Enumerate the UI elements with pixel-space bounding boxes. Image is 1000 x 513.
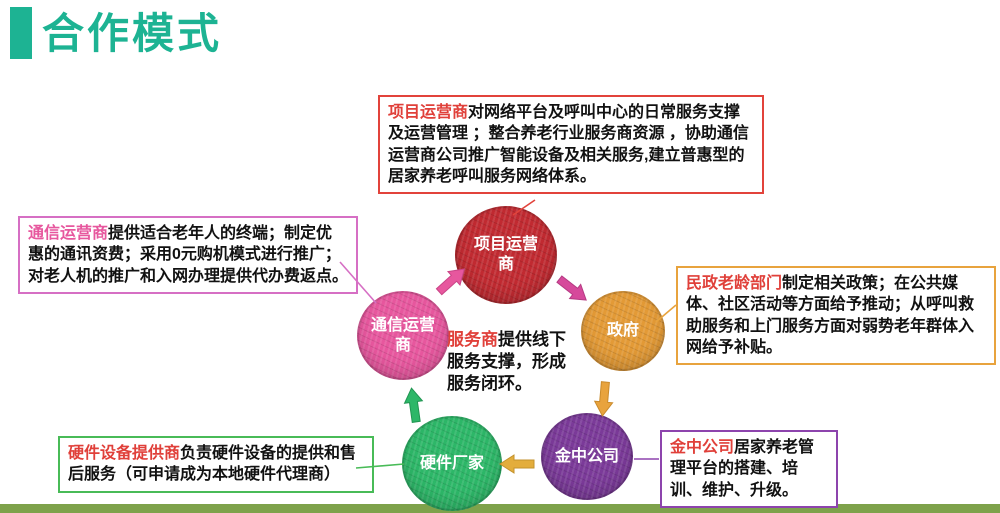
callout-project-operator: 项目运营商对网络平台及呼叫中心的日常服务支撑及运营管理 ；整合养老行业服务商资源…	[378, 95, 764, 195]
callout-body: 对网络平台及呼叫中心的日常服务支撑及运营管理 ；整合养老行业服务商资源 ，协助通…	[388, 104, 749, 185]
callout-body: 负责硬件设备的提供和售后服务（可申请成为本地硬件代理商）	[68, 445, 357, 484]
cycle-arrow-project-to-government	[556, 275, 587, 301]
callout-civil-affairs: 民政老龄部门制定相关政策；在公共媒体、社区活动等方面给予推动；从呼叫救助服务和上…	[676, 266, 996, 366]
node-label: 硬件厂家	[419, 454, 484, 472]
page-title: 合作模式	[42, 10, 223, 57]
node-project-operator: 项目运营商	[455, 206, 557, 304]
node-label: 通信运营商	[370, 316, 435, 354]
node-label: 项目运营商	[473, 236, 538, 273]
cycle-arrow-hardware-to-telecom	[403, 387, 424, 423]
center-note-body: 提供线下服务支撑，形成服务闭环。	[447, 330, 566, 394]
callout-lead: 通信运营商	[28, 225, 109, 242]
title-accent-bar	[10, 7, 32, 59]
cycle-arrow-jinzhong-to-hardware	[499, 454, 535, 474]
node-label: 政府	[606, 322, 639, 339]
cycle-arrow-government-to-jinzhong	[593, 381, 614, 417]
node-telecom-operator: 通信运营商	[357, 291, 449, 380]
center-note: 服务商提供线下服务支撑，形成服务闭环。	[447, 329, 573, 395]
callout-lead: 金中公司	[670, 439, 735, 456]
node-government: 政府	[581, 291, 665, 371]
node-label: 金中公司	[554, 447, 619, 465]
callout-body: 提供适合老年人的终端；制定优惠的通讯资费；采用0元购机模式进行推广；对老人机的推…	[28, 225, 349, 285]
callout-body: 居家养老管理平台的搭建、培训、维护、升级。	[670, 439, 815, 499]
callout-lead: 项目运营商	[388, 104, 469, 121]
callout-telecom-operator: 通信运营商提供适合老年人的终端；制定优惠的通讯资费；采用0元购机模式进行推广；对…	[18, 216, 358, 294]
callout-lead: 民政老龄部门	[686, 275, 783, 292]
callout-body: 制定相关政策；在公共媒体、社区活动等方面给予推动；从呼叫救助服务和上门服务方面对…	[686, 275, 975, 356]
callout-jinzhong-company: 金中公司居家养老管理平台的搭建、培训、维护、升级。	[660, 430, 838, 508]
center-note-lead: 服务商	[447, 330, 498, 349]
node-jinzhong-company: 金中公司	[541, 413, 633, 500]
callout-lead: 硬件设备提供商	[68, 445, 181, 462]
bottom-accent-bar	[0, 504, 1000, 513]
node-hardware-manufacturer: 硬件厂家	[402, 416, 502, 511]
callout-hardware-provider: 硬件设备提供商负责硬件设备的提供和售后服务（可申请成为本地硬件代理商）	[58, 436, 374, 493]
